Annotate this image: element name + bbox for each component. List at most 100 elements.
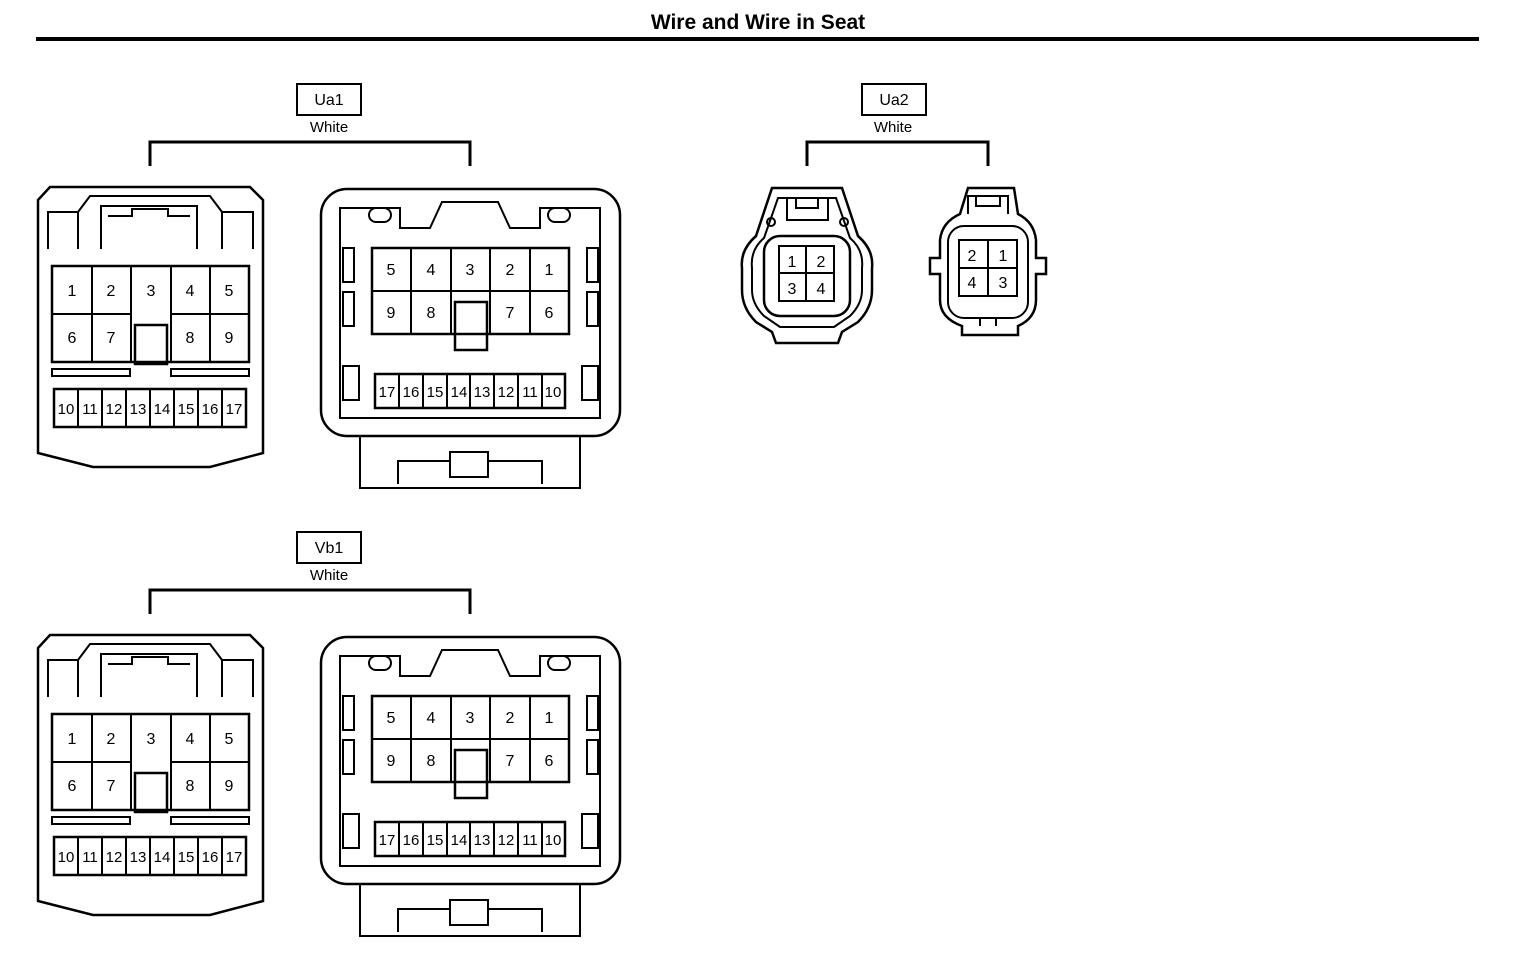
pin-label: 8 [186, 330, 195, 347]
pin-label: 17 [379, 384, 396, 401]
pin-label: 16 [202, 849, 219, 866]
pin-label: 5 [387, 262, 396, 279]
connector-slot [947, 225, 1029, 319]
pin-block-small [52, 835, 248, 877]
pin-block-main [50, 264, 251, 366]
connector-slot [342, 291, 355, 327]
connector-group-ua1: Ua1 White 1 2 3 4 5 6 [36, 83, 622, 489]
pin-label: 15 [178, 849, 195, 866]
pin-label: 1 [68, 283, 77, 300]
connector-divider [51, 816, 131, 825]
pin-labels: 1 2 3 4 [788, 254, 826, 298]
pin-label: 9 [225, 778, 234, 795]
pin-label: 9 [225, 330, 234, 347]
pin-label: 8 [186, 778, 195, 795]
pin-label: 1 [545, 710, 554, 727]
pin-key-slot [133, 771, 169, 814]
pin-label: 3 [788, 281, 797, 298]
pin-label: 6 [68, 778, 77, 795]
connector-divider [51, 368, 131, 377]
connector-slot [586, 695, 599, 731]
pin-label: 16 [403, 832, 420, 849]
pin-label: 7 [107, 778, 116, 795]
connector-lock-tab [979, 318, 997, 326]
pin-label: 11 [522, 832, 538, 849]
connector-female-ua1: 5 4 3 2 1 9 8 7 6 17 16 15 14 13 12 11 1… [319, 187, 622, 489]
connector-male-ua2: 1 2 3 4 [740, 186, 874, 345]
connector-color-label: White [310, 567, 348, 584]
pin-label: 4 [186, 731, 195, 748]
connector-female-vb1: 5 4 3 2 1 9 8 7 6 17 16 15 14 13 12 11 1… [319, 635, 622, 937]
connector-housing [740, 186, 874, 345]
pin-key-slot [133, 323, 169, 366]
pin-labels-small: 10 11 12 13 14 15 16 17 [58, 849, 243, 866]
pin-label: 5 [387, 710, 396, 727]
pin-label: 14 [451, 384, 468, 401]
connector-lock-tab [359, 884, 581, 937]
connector-slot [762, 234, 852, 318]
pin-label: 3 [147, 283, 156, 300]
pin-labels: 5 4 3 2 1 9 8 7 6 [387, 262, 554, 322]
pin-labels: 2 1 4 3 [968, 248, 1008, 292]
pin-block-main [50, 712, 251, 814]
connector-latch [47, 195, 254, 249]
pin-label: 9 [387, 753, 396, 770]
pin-label: 4 [427, 710, 436, 727]
pin-key-slot [453, 300, 489, 352]
connector-slot [368, 655, 392, 671]
pin-label: 4 [817, 281, 826, 298]
connector-latch [47, 643, 254, 697]
connector-label-box [296, 531, 362, 564]
connector-slot [586, 247, 599, 283]
pin-label: 1 [545, 262, 554, 279]
pin-label: 13 [474, 384, 491, 401]
connector-slot [581, 365, 599, 401]
connector-bracket [148, 588, 472, 614]
connector-slot [342, 813, 360, 849]
pin-label: 3 [466, 710, 475, 727]
pin-label: 3 [466, 262, 475, 279]
pin-label: 4 [427, 262, 436, 279]
connector-housing [928, 186, 1048, 337]
connector-lock-tab [786, 197, 829, 221]
connector-slot [839, 217, 849, 227]
pin-label: 13 [130, 401, 147, 418]
pin-labels: 5 4 3 2 1 9 8 7 6 [387, 710, 554, 770]
connector-bracket [148, 140, 472, 166]
connector-lock-tab [359, 436, 581, 489]
connector-slot [766, 217, 776, 227]
connector-housing [36, 633, 265, 917]
connector-housing-inner [339, 649, 601, 867]
pin-label: 7 [107, 330, 116, 347]
connector-housing [319, 187, 622, 438]
pin-label: 7 [506, 753, 515, 770]
pin-label: 4 [186, 283, 195, 300]
connector-slot [581, 813, 599, 849]
connector-lock-tab [100, 205, 198, 249]
pin-block-main [370, 694, 571, 800]
pin-label: 17 [379, 832, 396, 849]
connector-male-vb1: 1 2 3 4 5 6 7 8 9 10 11 12 13 14 15 16 1… [36, 633, 265, 917]
pin-block-main [370, 246, 571, 352]
pin-label: 2 [107, 283, 116, 300]
pin-key-slot [453, 748, 489, 800]
connector-group-vb1: Vb1 White 1 2 3 4 5 6 [36, 531, 622, 937]
pin-label: 3 [999, 275, 1008, 292]
connector-color-label: White [310, 119, 348, 136]
pin-label: 9 [387, 305, 396, 322]
connector-slot [586, 739, 599, 775]
pin-label: 12 [498, 384, 515, 401]
connector-bracket [805, 140, 990, 166]
connector-label-box [861, 83, 927, 116]
connector-slot [368, 207, 392, 223]
pin-label: 4 [968, 275, 977, 292]
pin-label: 8 [427, 753, 436, 770]
connector-id-label: Vb1 [315, 540, 344, 557]
pin-block-small [52, 387, 248, 429]
pin-label: 1 [788, 254, 797, 271]
pin-label: 10 [545, 832, 562, 849]
connector-divider [170, 816, 250, 825]
pin-label: 14 [154, 849, 171, 866]
connector-divider [170, 368, 250, 377]
connector-lock-tab [967, 195, 1009, 214]
